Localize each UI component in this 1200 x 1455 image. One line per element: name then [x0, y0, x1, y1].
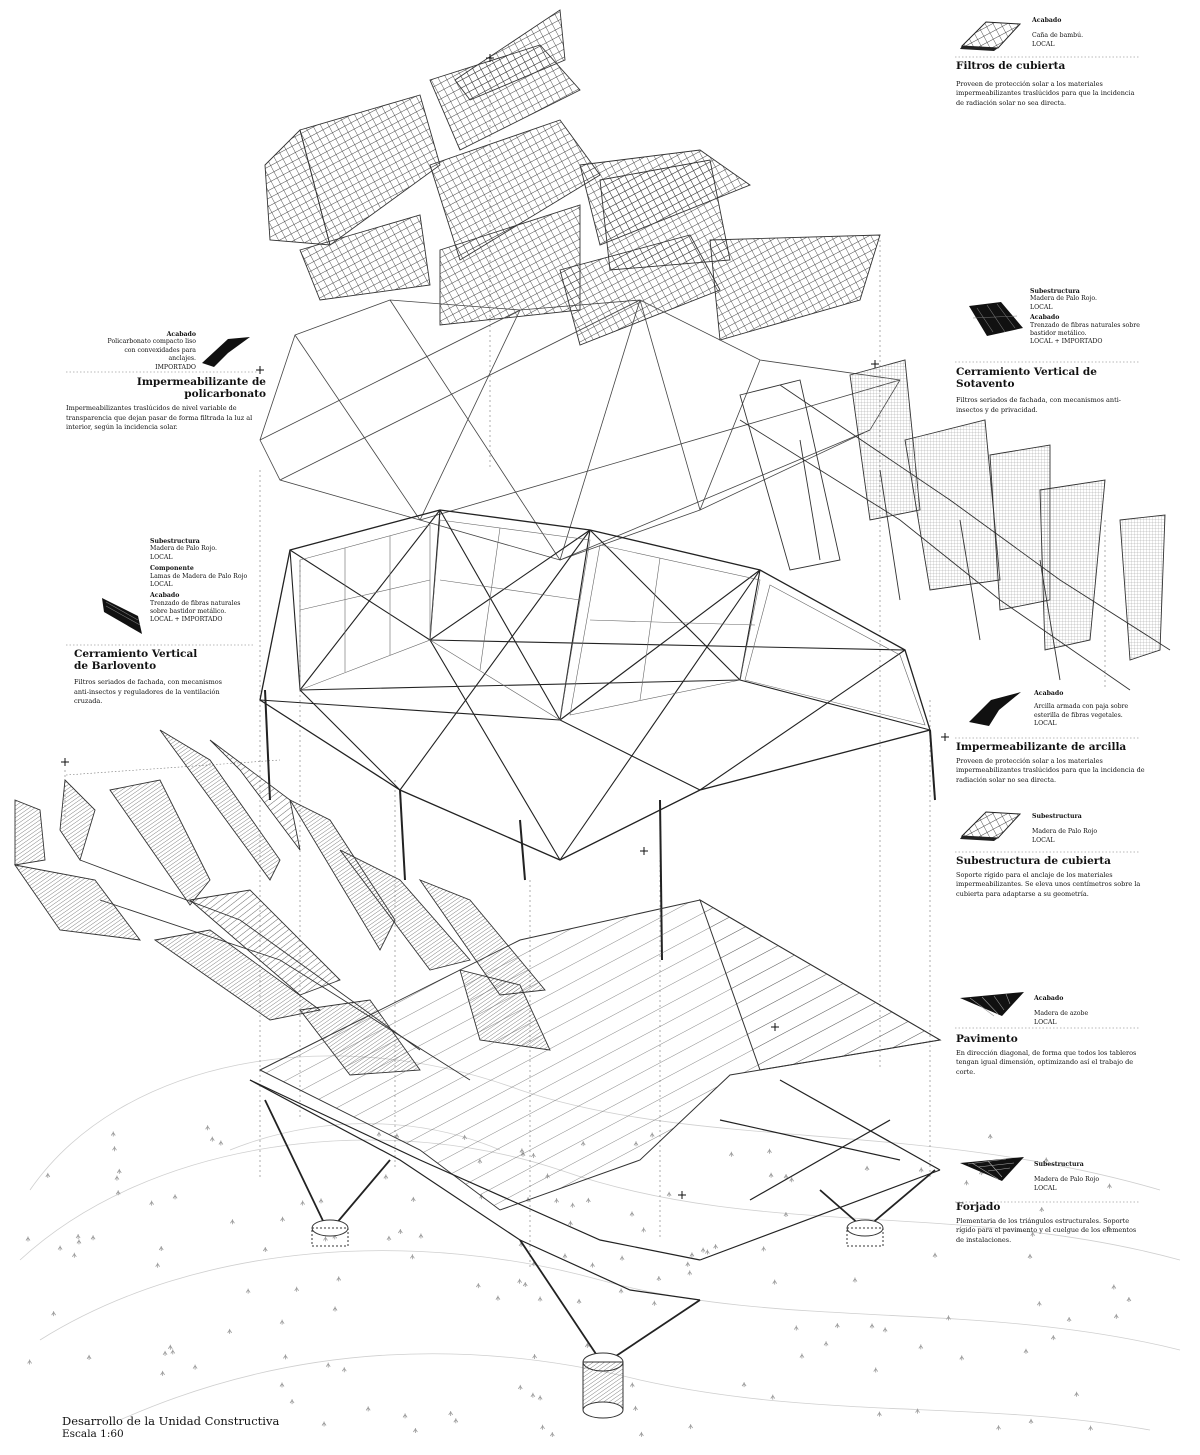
label-filtros-tag: Acabado Caña de bambú. LOCAL: [1032, 17, 1084, 48]
label-subcubierta: Subestructura de cubierta Soporte rígido…: [956, 855, 1141, 898]
label-filtros: Filtros de cubierta Proveen de protecció…: [956, 60, 1135, 107]
label-sotavento: Cerramiento Vertical de Sotavento Filtro…: [956, 366, 1122, 414]
label-pavimento-tag: Acabado Madera de azobe LOCAL: [1034, 995, 1089, 1026]
leeward-facade: [739, 359, 1171, 691]
label-subcubierta-tag: Subestructura Madera de Palo Rojo LOCAL: [1032, 813, 1098, 844]
polycarbonate-icon: [202, 337, 250, 367]
floor-frame-icon: [960, 1157, 1024, 1181]
label-barlovento: Cerramiento Vertical de Barlovento Filtr…: [74, 648, 222, 705]
label-forjado-tag: Subestructura Madera de Palo Rojo LOCAL: [1034, 1161, 1100, 1192]
footings: [311, 1219, 884, 1419]
polycarbonate-roof: [259, 299, 901, 561]
roof-filter-panels: [264, 9, 881, 346]
structure-glazing: [299, 519, 926, 726]
label-policarbonato-tag: Acabado Policarbonato compacto liso con …: [107, 331, 196, 371]
roof-substructure-icon: [960, 811, 1022, 841]
bamboo-filter-icon: [960, 21, 1022, 51]
woven-slat-icon: [102, 598, 142, 634]
floor-pavement: [258, 898, 942, 1211]
main-structure: [259, 509, 936, 961]
drawing-scale: Escala 1:60: [62, 1428, 124, 1441]
floor-structure: [249, 1079, 941, 1361]
label-leaders: [65, 56, 1140, 1203]
plus-markers: [61, 54, 949, 1199]
label-arcilla: Impermeabilizante de arcilla Proveen de …: [956, 741, 1145, 784]
label-arcilla-tag: Acabado Arcilla armada con paja sobre es…: [1034, 690, 1129, 728]
label-forjado: Forjado Plementaria de los triángulos es…: [956, 1201, 1137, 1244]
woven-panel-icon: [969, 302, 1023, 336]
clay-panel-icon: [969, 692, 1021, 726]
drawing-title: Desarrollo de la Unidad Constructiva Esc…: [62, 1414, 279, 1442]
label-sotavento-tag: Subestructura Madera de Palo Rojo. LOCAL…: [1030, 288, 1140, 346]
drawing-title-main: Desarrollo de la Unidad Constructiva: [62, 1414, 280, 1428]
pavement-icon: [960, 992, 1024, 1017]
label-pavimento: Pavimento En dirección diagonal, de form…: [956, 1033, 1137, 1076]
label-barlovento-tag: Subestructura Madera de Palo Rojo. LOCAL…: [150, 538, 248, 624]
label-policarbonato: Impermeabilizante de policarbonato Imper…: [66, 376, 266, 431]
